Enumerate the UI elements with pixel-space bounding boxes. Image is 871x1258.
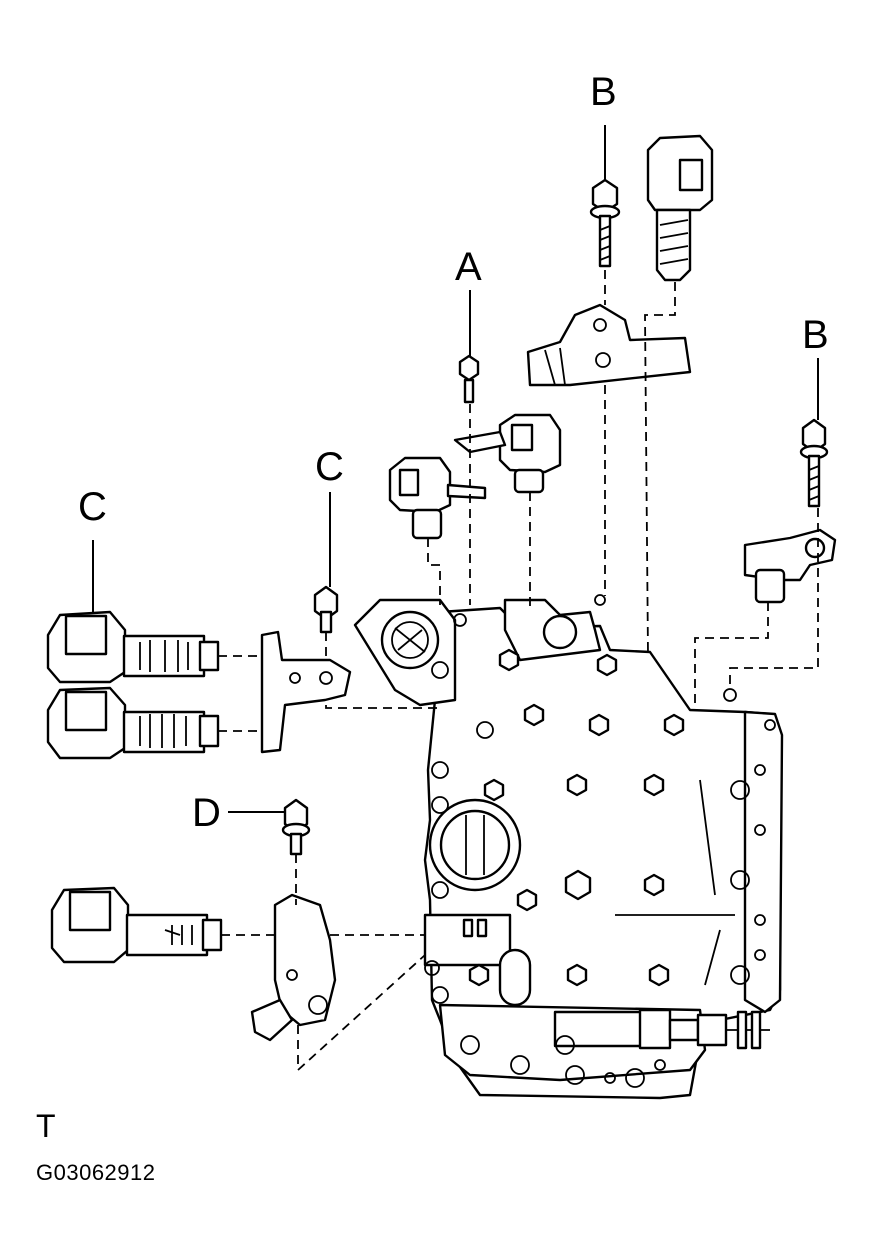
bolt-b-right [799,418,829,508]
solenoid-a-right [453,413,562,494]
leader-lines [92,125,819,813]
solenoid-c-lower [46,686,220,760]
bolt-d [281,798,311,856]
top-solenoid [646,134,714,282]
solenoid-b-right [743,528,837,604]
solenoid-d [50,886,223,964]
alignment-lines [218,270,819,1073]
bracket-c [260,630,352,754]
label-c-mid: C [315,445,344,489]
bolt-a [458,354,480,404]
view-letter: T [36,1108,56,1144]
bracket-d [250,893,337,1042]
bolt-b-top [589,178,621,268]
label-d: D [192,791,221,835]
valve-body [353,594,784,1100]
label-b-right: B [802,313,829,357]
solenoid-a-left [388,456,487,540]
figure-code: G03062912 [36,1160,156,1185]
label-a: A [455,245,482,289]
bolt-c-mid [313,585,339,634]
label-b-top: B [590,70,617,114]
body-holes [424,594,776,1088]
top-bracket-assembly [526,303,692,387]
body-bolts [468,648,685,987]
solenoid-c-upper [46,610,220,684]
label-c-left: C [78,485,107,529]
